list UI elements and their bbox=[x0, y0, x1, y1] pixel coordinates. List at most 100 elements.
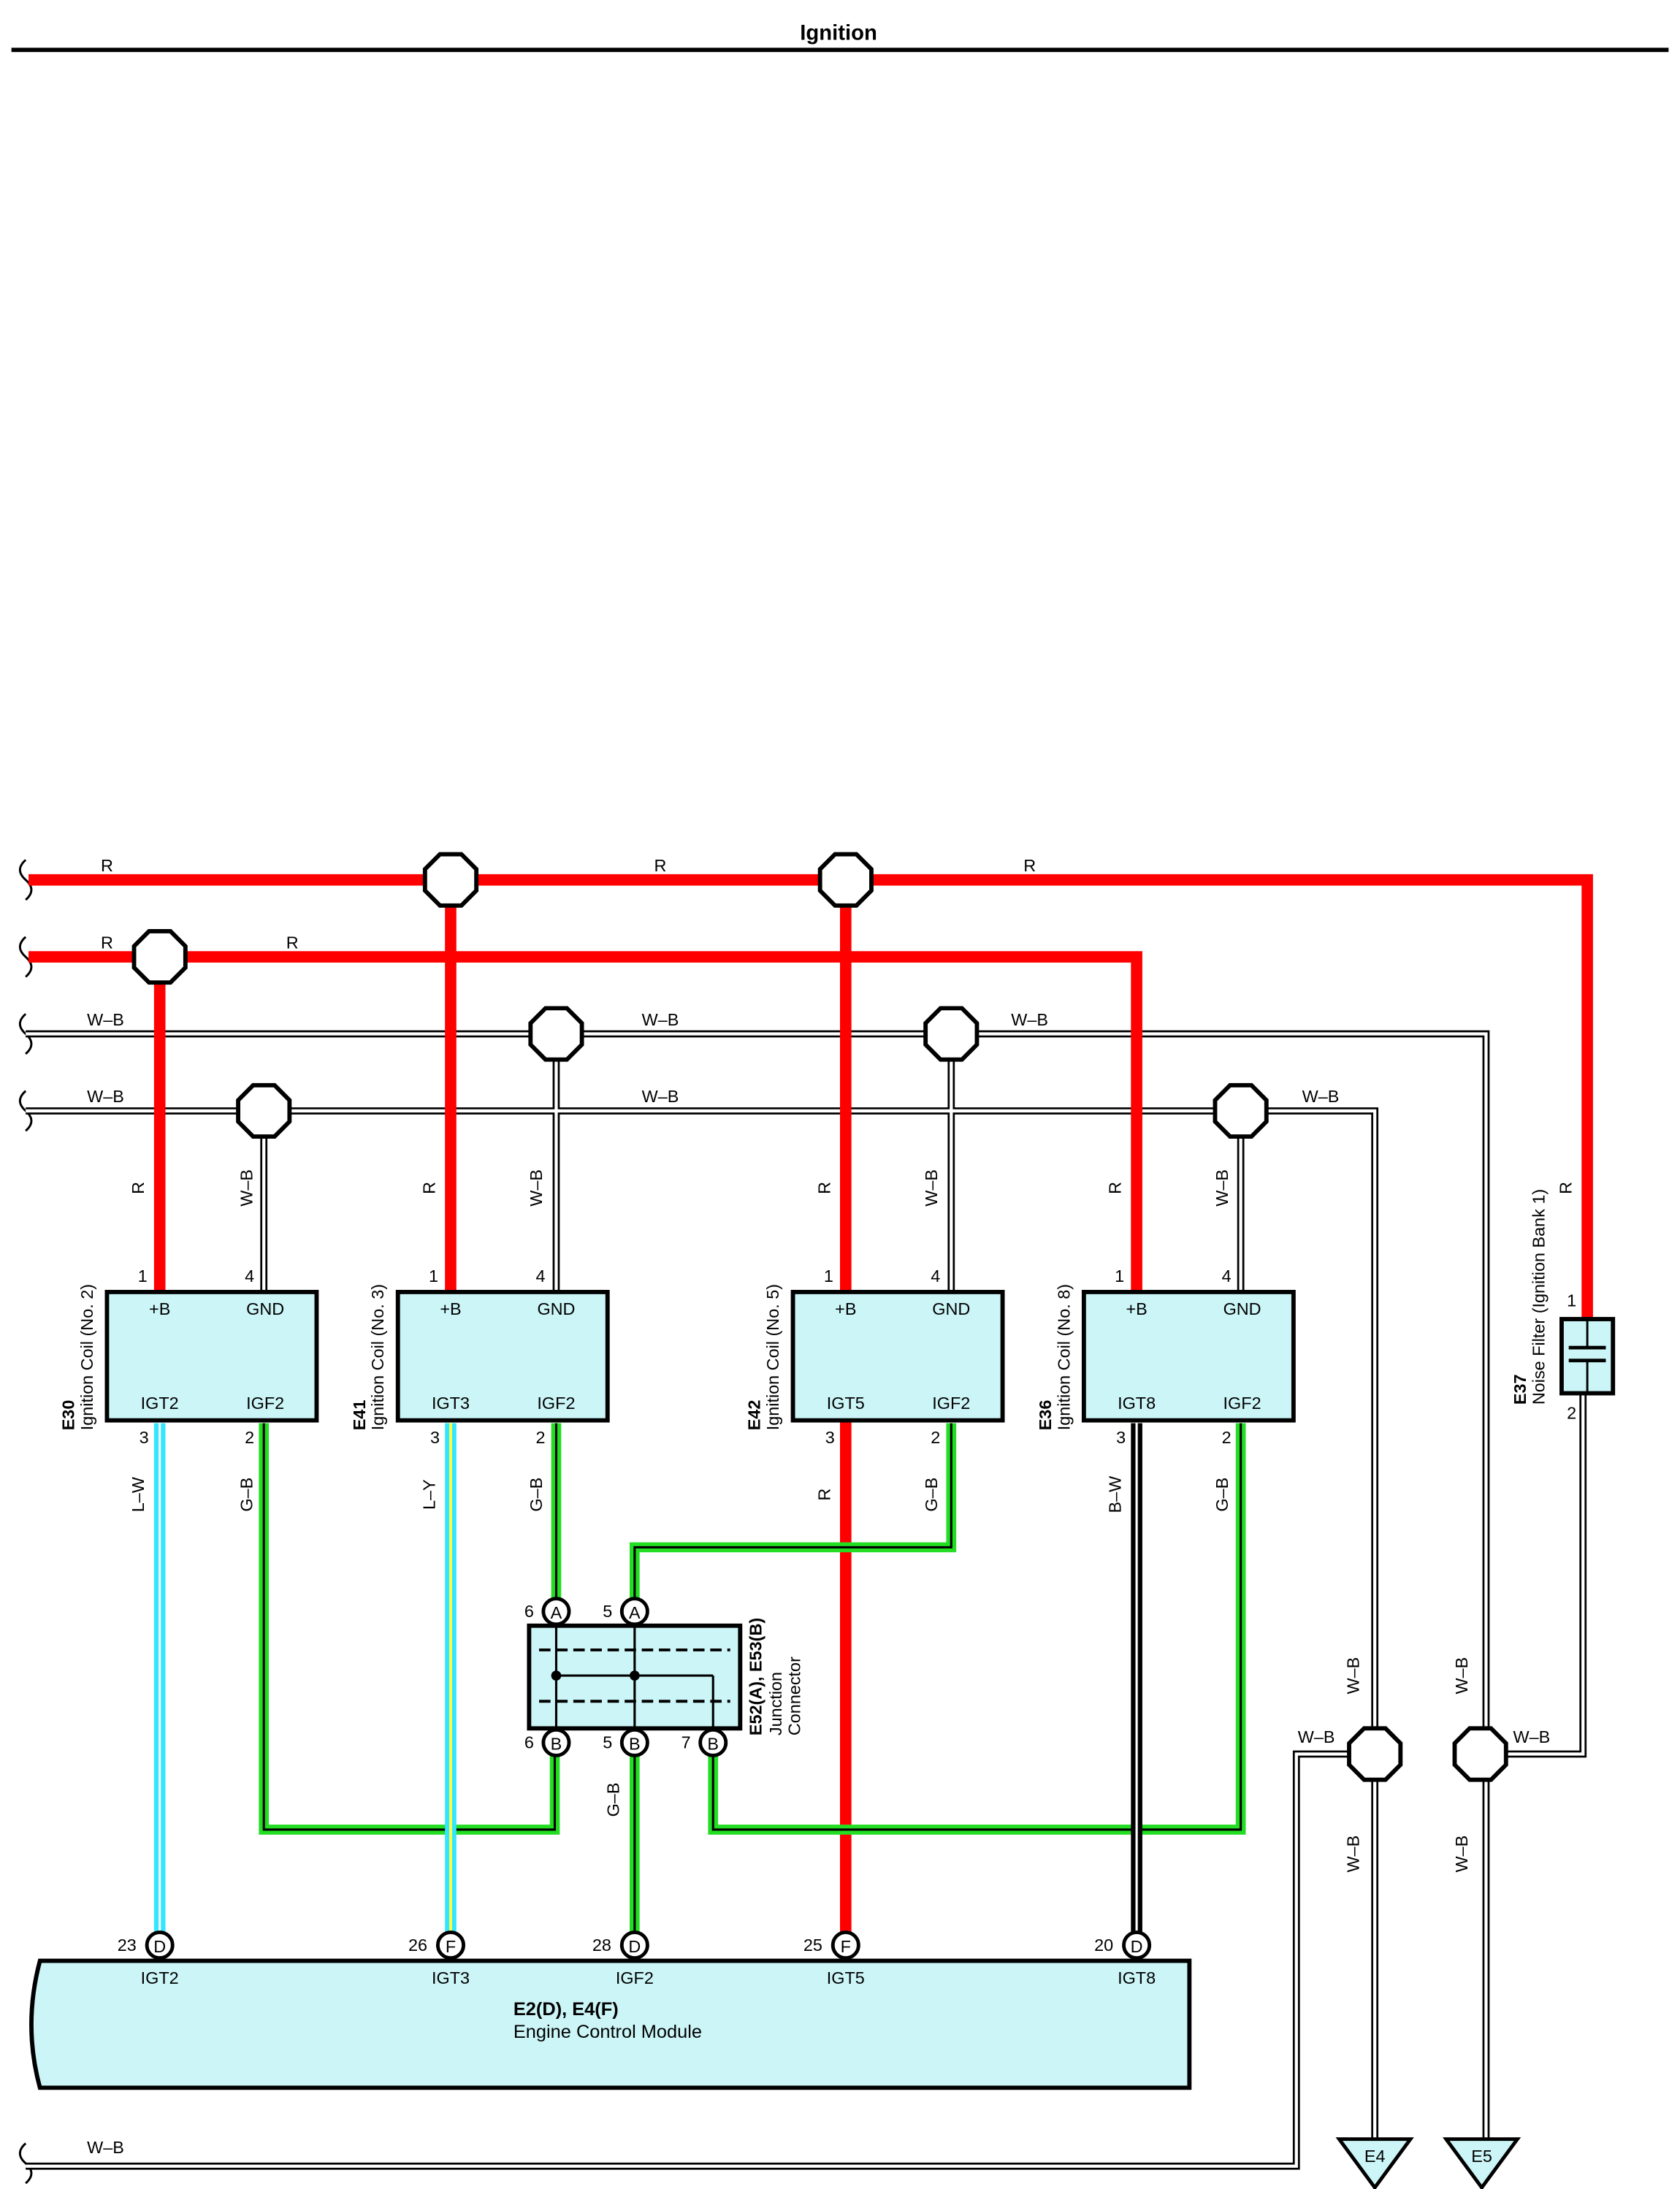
terminal-label: IGF2 bbox=[1223, 1394, 1261, 1413]
pin-number: 3 bbox=[825, 1428, 835, 1447]
wire-label: R bbox=[101, 856, 113, 875]
ecm-pins: D 23 IGT2 F 26 IGT3 D 28 IGF2 F 25 IGT5 … bbox=[118, 1930, 1156, 1987]
wire-label: R bbox=[814, 1182, 833, 1194]
junction-pin: B 7 bbox=[681, 1727, 728, 1757]
wire-label: R bbox=[1557, 1182, 1576, 1194]
wire-label: W–B bbox=[87, 2138, 124, 2157]
ignition-coil-e36: 1 4 +B GND IGT8 IGF2 3 2 E36 Ignition Co… bbox=[1036, 1267, 1296, 1447]
ground-label: E4 bbox=[1364, 2147, 1386, 2166]
ignition-coil-e41: 1 4 +B GND IGT3 IGF2 3 2 E41 Ignition Co… bbox=[350, 1267, 610, 1447]
svg-text:A: A bbox=[551, 1603, 562, 1622]
terminal-label: GND bbox=[1223, 1299, 1261, 1318]
wire-label: R bbox=[101, 933, 113, 952]
splice-points bbox=[131, 852, 1508, 1782]
wire-label: R bbox=[654, 856, 667, 875]
splice-wb2-coil8 bbox=[1213, 1082, 1269, 1139]
wire-break-marks bbox=[18, 859, 33, 2185]
terminal-label: +B bbox=[1126, 1299, 1147, 1318]
component-code: E37 bbox=[1511, 1375, 1530, 1405]
terminal-label: +B bbox=[149, 1299, 170, 1318]
pin-number: 1 bbox=[824, 1267, 833, 1285]
svg-text:B: B bbox=[707, 1735, 719, 1754]
wire-label: W–B bbox=[1344, 1657, 1363, 1695]
svg-text:5: 5 bbox=[603, 1602, 612, 1621]
component-name: Connector bbox=[784, 1657, 803, 1735]
component-name: Ignition Coil (No. 3) bbox=[368, 1284, 387, 1430]
splice-ground-e4 bbox=[1347, 1726, 1403, 1782]
component-code: E42 bbox=[745, 1400, 764, 1431]
wire-label: W–B bbox=[1513, 1727, 1551, 1746]
pin-number: 3 bbox=[140, 1428, 149, 1447]
svg-text:B: B bbox=[629, 1735, 641, 1754]
splice-r1-coil5 bbox=[817, 852, 874, 908]
pin-number: 3 bbox=[1116, 1428, 1126, 1447]
ecm-pin: F 26 IGT3 bbox=[408, 1930, 470, 1987]
splice-wb1-coil3 bbox=[528, 1006, 584, 1062]
ignition-coil-e30: 1 4 +B GND IGT2 IGF2 3 2 E30 Ignition Co… bbox=[59, 1267, 319, 1447]
component-code: E41 bbox=[350, 1400, 369, 1431]
ecm-pin: D 23 IGT2 bbox=[118, 1930, 179, 1987]
junction-pin: B 6 bbox=[524, 1727, 571, 1757]
component-name: Ignition Coil (No. 8) bbox=[1054, 1284, 1073, 1430]
svg-text:28: 28 bbox=[592, 1936, 611, 1955]
wire-label: G–B bbox=[237, 1478, 256, 1512]
component-name: Ignition Coil (No. 5) bbox=[763, 1284, 782, 1430]
gb-wires bbox=[259, 1423, 1246, 1940]
pin-number: 2 bbox=[1567, 1404, 1576, 1423]
ecm-pin: D 20 IGT8 bbox=[1094, 1930, 1156, 1987]
wire-label: W–B bbox=[237, 1169, 256, 1207]
splice-r2-coil2 bbox=[131, 929, 188, 985]
component-code: E30 bbox=[59, 1400, 78, 1431]
wire-label: W–B bbox=[1452, 1835, 1471, 1873]
terminal-label: +B bbox=[440, 1299, 461, 1318]
component-name: Noise Filter (Ignition Bank 1) bbox=[1530, 1189, 1549, 1405]
pin-number: 4 bbox=[1222, 1267, 1232, 1285]
svg-text:6: 6 bbox=[524, 1733, 534, 1752]
junction-pin: A 5 bbox=[603, 1597, 649, 1627]
wire-label: W–B bbox=[1298, 1727, 1335, 1746]
wire-label: R bbox=[286, 933, 299, 952]
junction-connector: E52(A), E53(B) Junction Connector bbox=[527, 1618, 803, 1735]
svg-text:7: 7 bbox=[681, 1733, 691, 1752]
terminal-label: IGT2 bbox=[141, 1394, 179, 1413]
terminal-label: IGF2 bbox=[932, 1394, 970, 1413]
svg-text:F: F bbox=[446, 1937, 456, 1956]
ecm-pin: F 25 IGT5 bbox=[803, 1930, 865, 1987]
wire-label: R bbox=[1023, 856, 1036, 875]
wire-label: W–B bbox=[1011, 1010, 1048, 1029]
svg-text:6: 6 bbox=[524, 1602, 534, 1621]
svg-text:IGT5: IGT5 bbox=[827, 1968, 865, 1987]
pin-number: 2 bbox=[931, 1428, 940, 1447]
noise-filter-e37: 1 2 E37 Noise Filter (Ignition Bank 1) bbox=[1511, 1189, 1616, 1423]
coil-box bbox=[104, 1289, 319, 1423]
pin-number: 4 bbox=[931, 1267, 940, 1285]
pin-number: 1 bbox=[1567, 1291, 1576, 1310]
pin-number: 1 bbox=[429, 1267, 438, 1285]
wire-label: B–W bbox=[1106, 1475, 1125, 1513]
component-name: Junction bbox=[766, 1672, 785, 1735]
ground-label: E5 bbox=[1471, 2147, 1492, 2166]
wire-label: G–B bbox=[527, 1478, 546, 1512]
wire-label: R bbox=[814, 1489, 833, 1501]
component-code: E36 bbox=[1036, 1400, 1055, 1431]
ground-e5: E5 bbox=[1442, 2137, 1521, 2189]
svg-text:D: D bbox=[1131, 1937, 1143, 1956]
wb-wires bbox=[26, 1030, 1587, 2170]
wire-label: W–B bbox=[1344, 1835, 1363, 1873]
svg-text:IGT3: IGT3 bbox=[432, 1968, 470, 1987]
component-code: E52(A), E53(B) bbox=[747, 1618, 765, 1735]
wire-label: W–B bbox=[527, 1169, 546, 1207]
wire-label: G–B bbox=[1213, 1478, 1232, 1512]
pin-number: 4 bbox=[535, 1267, 545, 1285]
ground-icon bbox=[1442, 2137, 1521, 2189]
component-code: E2(D), E4(F) bbox=[513, 1999, 619, 2020]
svg-text:D: D bbox=[153, 1937, 166, 1956]
wire-label: G–B bbox=[922, 1478, 941, 1512]
pin-number: 2 bbox=[1222, 1428, 1232, 1447]
terminal-label: IGF2 bbox=[537, 1394, 575, 1413]
pin-number: 2 bbox=[535, 1428, 545, 1447]
svg-text:20: 20 bbox=[1094, 1936, 1113, 1955]
svg-text:IGT8: IGT8 bbox=[1118, 1968, 1156, 1987]
svg-text:26: 26 bbox=[408, 1936, 427, 1955]
